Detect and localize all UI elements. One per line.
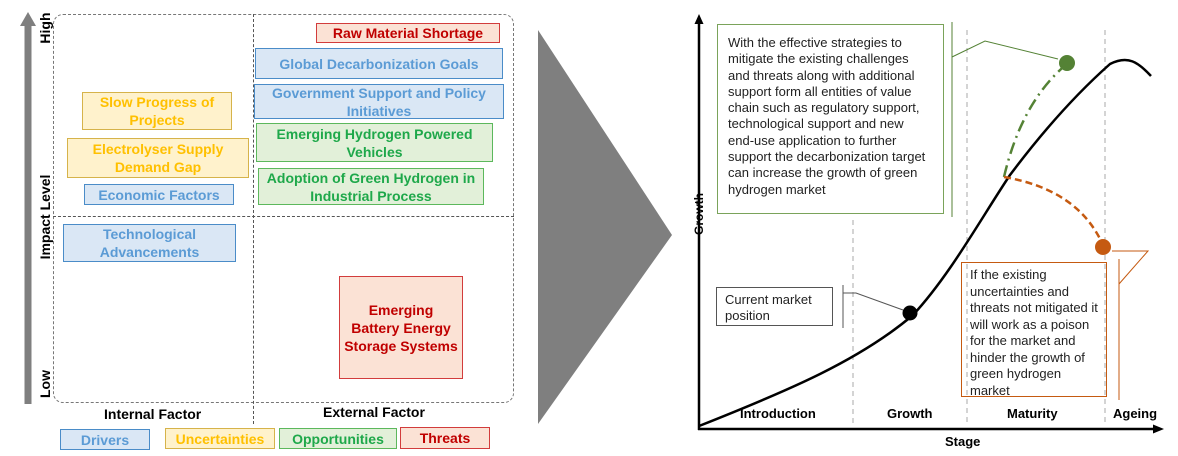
positive-end-marker	[1059, 55, 1075, 71]
stage-introduction: Introduction	[740, 406, 816, 421]
positive-callout-leader	[951, 40, 1059, 60]
positive-projection-line	[1002, 62, 1069, 178]
item-battery-energy-storage: Emerging Battery Energy Storage Systems	[339, 276, 463, 379]
negative-callout-leader	[1112, 250, 1150, 285]
transition-arrow-icon	[538, 30, 672, 424]
matrix-vertical-divider	[253, 14, 254, 424]
negative-projection-line	[1003, 175, 1105, 246]
stage-growth: Growth	[887, 406, 933, 421]
stage-axis-label: Stage	[945, 434, 981, 449]
legend-opportunities: Opportunities	[279, 428, 397, 449]
external-factor-label: External Factor	[323, 404, 425, 420]
legend-uncertainties: Uncertainties	[165, 428, 275, 449]
legend-threats: Threats	[400, 427, 490, 449]
lifecycle-canvas	[694, 14, 1164, 434]
current-callout-leader	[843, 292, 904, 311]
internal-factor-label: Internal Factor	[104, 406, 202, 422]
matrix-horizontal-divider	[53, 216, 514, 217]
item-economic-factors: Economic Factors	[84, 184, 234, 205]
stage-ageing: Ageing	[1113, 406, 1158, 421]
y-axis-arrowhead	[694, 14, 704, 24]
matrix-frame	[53, 14, 514, 403]
negative-end-marker	[1095, 239, 1111, 255]
item-government-support: Government Support and Policy Initiative…	[254, 84, 504, 119]
impact-axis-arrow	[20, 12, 36, 404]
item-raw-material-shortage: Raw Material Shortage	[316, 23, 500, 43]
stage-maturity: Maturity	[1007, 406, 1058, 421]
item-global-decarbonization-goals: Global Decarbonization Goals	[255, 48, 503, 79]
item-slow-progress-projects: Slow Progress of Projects	[82, 92, 232, 130]
item-electrolyser-supply-gap: Electrolyser Supply Demand Gap	[67, 138, 249, 178]
item-green-hydrogen-industrial: Adoption of Green Hydrogen in Industrial…	[258, 168, 484, 205]
item-technological-advancements: Technological Advancements	[63, 224, 236, 262]
x-axis-arrowhead	[1153, 424, 1164, 434]
legend-drivers: Drivers	[60, 429, 150, 450]
current-position-marker	[902, 305, 918, 321]
positive-scenario-note: With the effective strategies to mitigat…	[717, 24, 944, 214]
current-position-note: Current market position	[716, 287, 833, 326]
growth-axis-label: Growth	[692, 193, 706, 235]
negative-scenario-note: If the existing uncertainties and threat…	[961, 262, 1107, 398]
item-hydrogen-vehicles: Emerging Hydrogen Powered Vehicles	[256, 123, 493, 162]
lifecycle-curve	[698, 58, 1152, 428]
